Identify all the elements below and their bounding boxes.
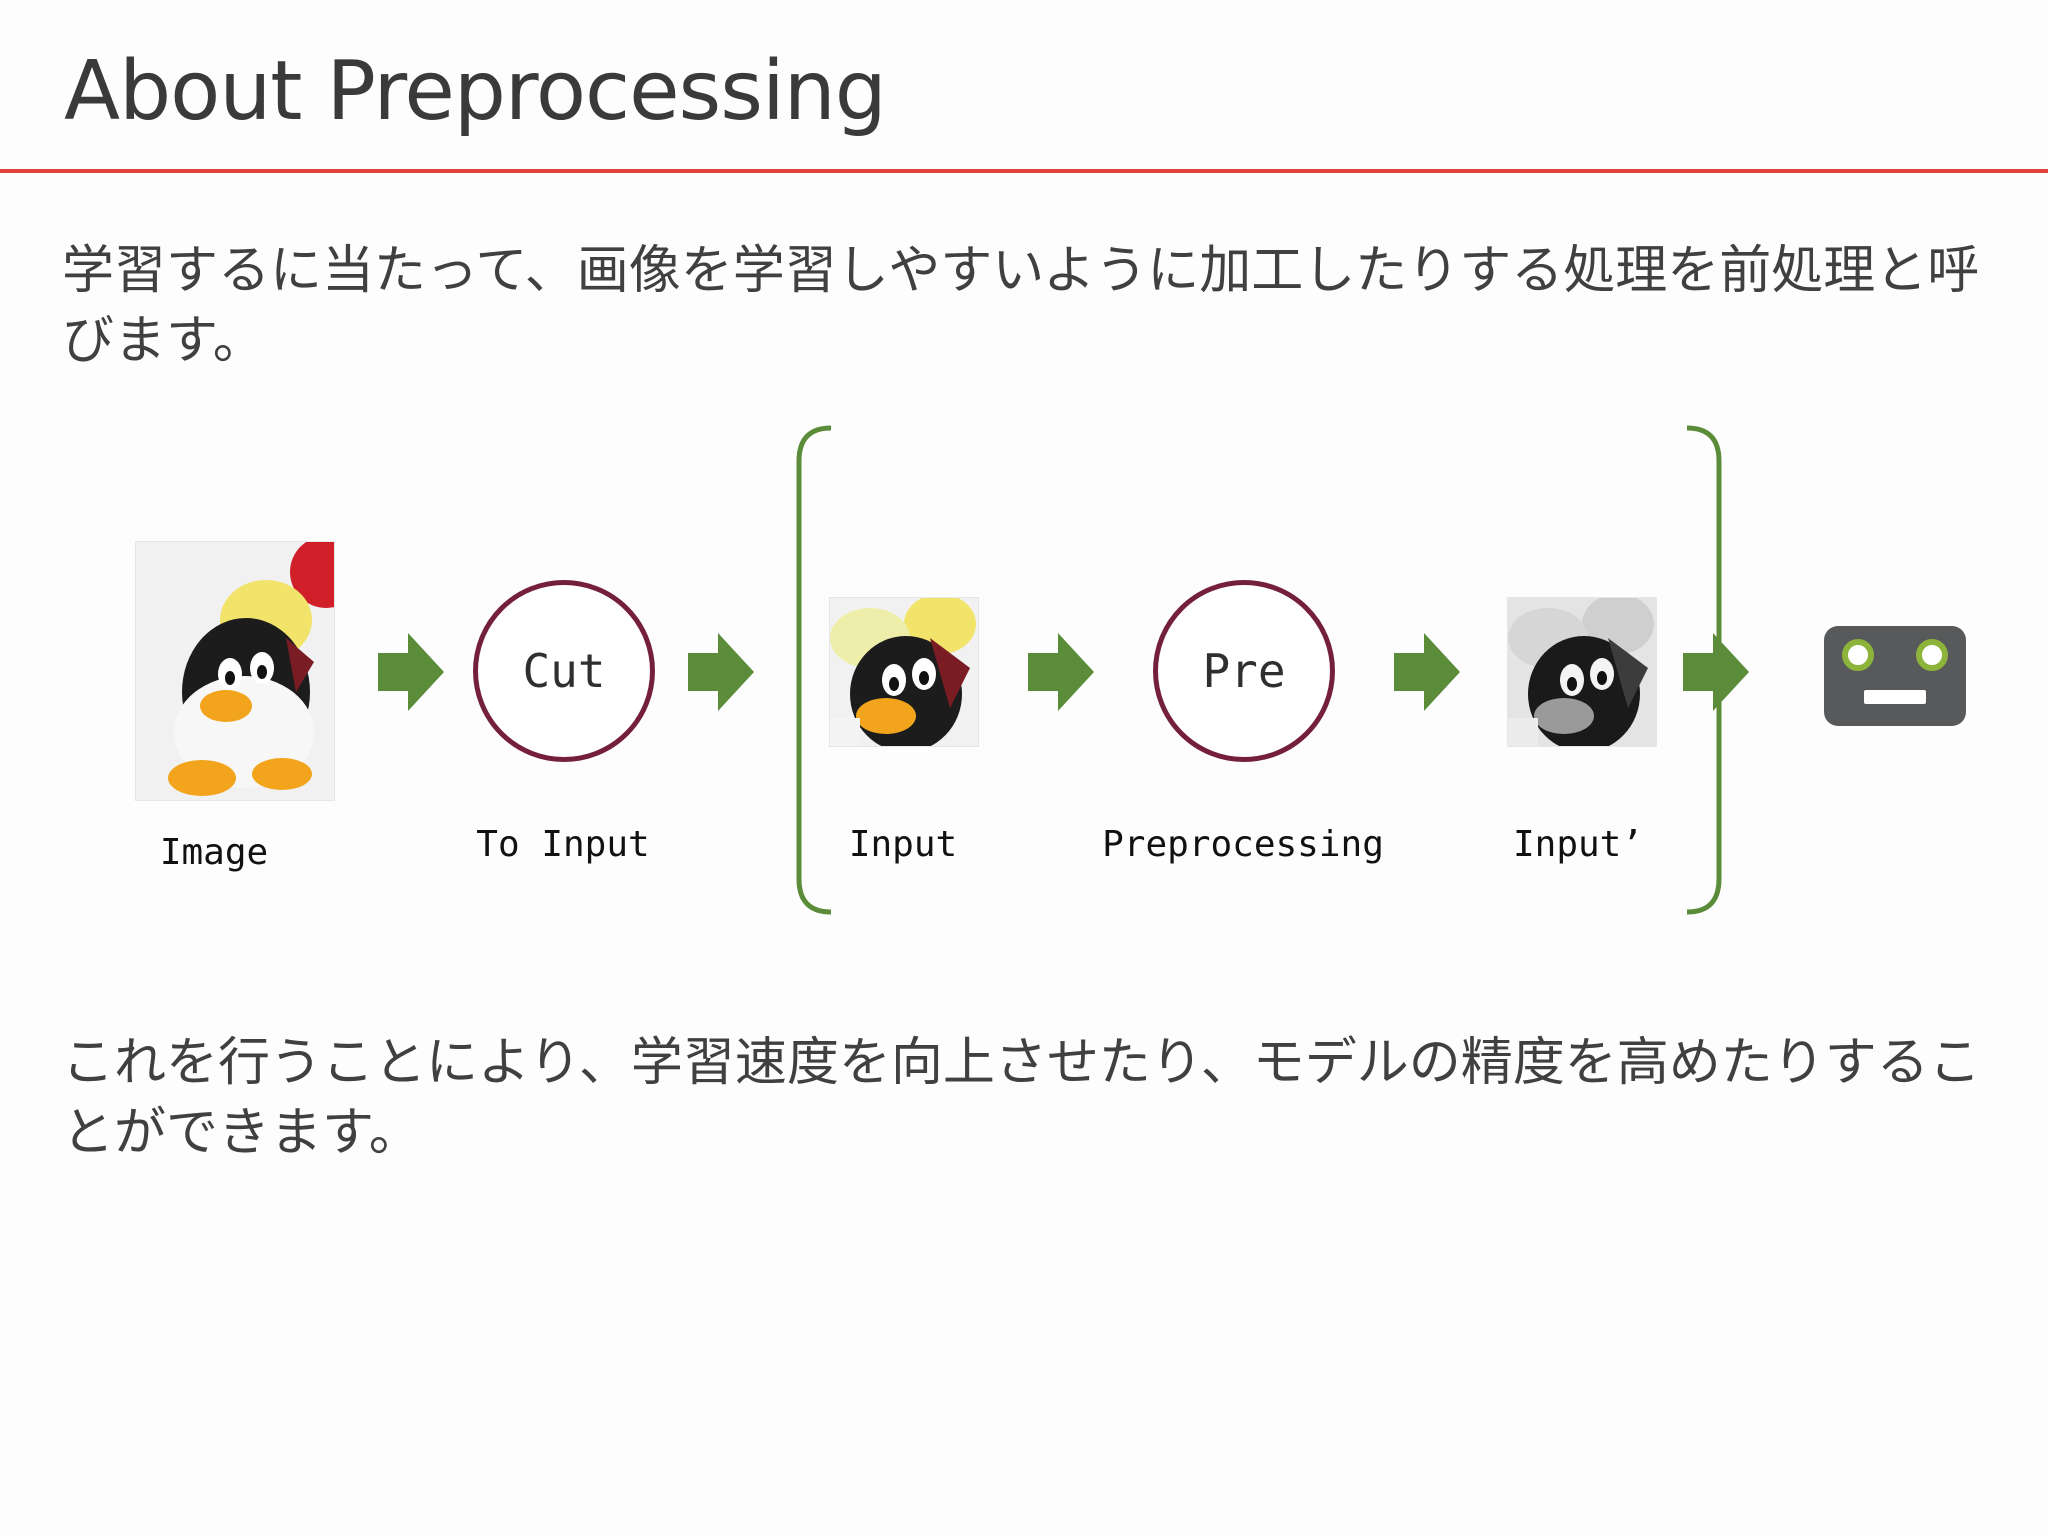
cropped-input-photo [829,597,979,747]
original-image-photo [135,541,335,801]
cut-step-node: Cut [473,580,655,762]
flow-arrow-icon [688,633,754,711]
caption-input: Input [848,824,958,865]
penguin-plush-photo-icon [136,542,334,800]
penguin-plush-crop-icon [830,598,978,746]
slide-title: About Preprocessing [64,44,887,139]
robot-eye-icon [1842,639,1874,671]
caption-image: Image [159,832,269,873]
cut-step-label: Cut [522,644,606,698]
caption-input-prime: Input’ [1512,824,1644,865]
robot-mouth [1864,690,1926,704]
title-divider [0,169,2048,173]
flow-arrow-icon [378,633,444,711]
preprocessed-input-photo [1507,597,1657,747]
caption-to-input: To Input [476,824,650,865]
left-bracket [796,425,832,915]
intro-paragraph: 学習するに当たって、画像を学習しやすいように加工したりする処理を前処理と呼びます… [62,241,1980,371]
flow-arrow-icon [1683,633,1749,711]
pre-step-label: Pre [1202,644,1286,698]
robot-face-icon [1824,626,1966,726]
flow-arrow-icon [1394,633,1460,711]
preprocessing-step-node: Pre [1153,580,1335,762]
penguin-plush-grayscale-icon [1508,598,1656,746]
flow-arrow-icon [1028,633,1094,711]
robot-eye-icon [1916,639,1948,671]
benefit-paragraph: これを行うことにより、学習速度を向上させたり、モデルの精度を高めたりすることがで… [62,1033,1981,1163]
caption-preprocessing: Preprocessing [1102,824,1384,865]
